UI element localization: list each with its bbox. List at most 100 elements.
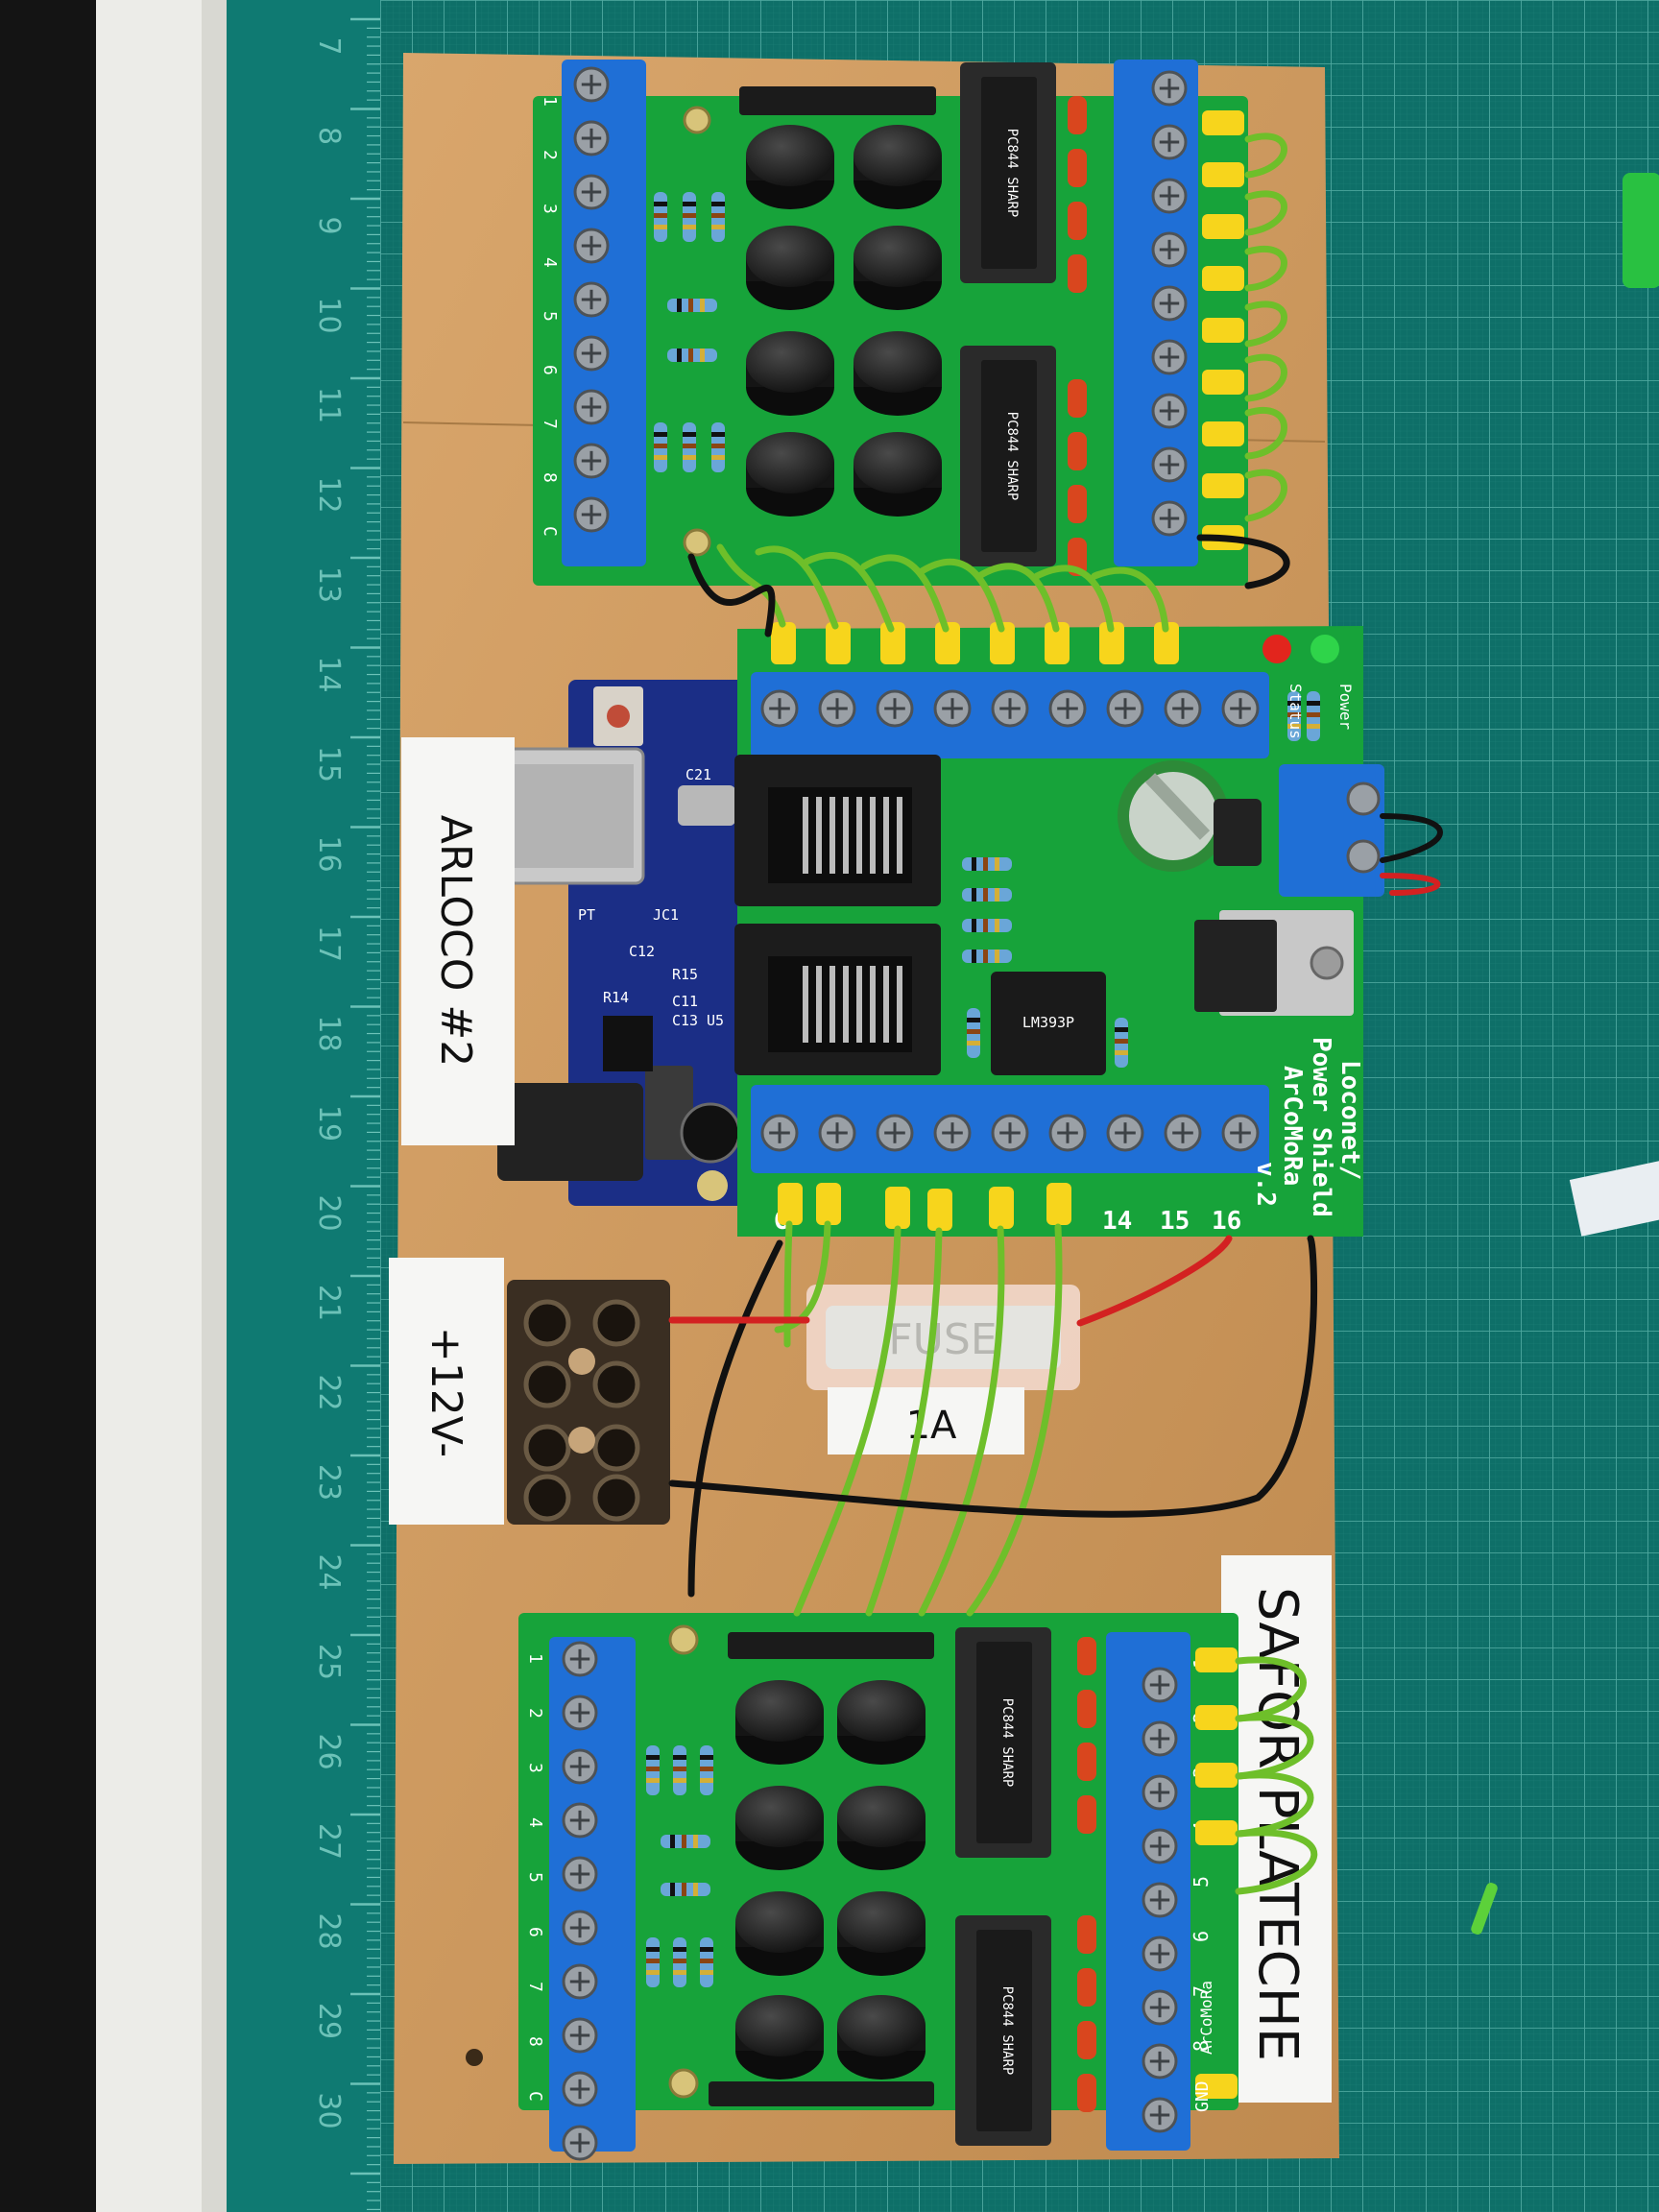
terminal-screw — [573, 228, 610, 264]
shield-capacitor — [1118, 760, 1229, 872]
terminal-screw — [562, 1748, 598, 1785]
wire-ferrule — [927, 1189, 952, 1231]
ruler-number: 26 — [312, 1733, 346, 1769]
wire-ferrule — [990, 622, 1015, 664]
current-sensor — [854, 125, 942, 209]
loconet-power-shield: LM393P Loconet/ Power Shield ArCoMoRa v.… — [734, 626, 1384, 1237]
shield-top-ferrules — [771, 622, 1179, 664]
terminal-screw — [1151, 393, 1188, 429]
terminal-screw — [1151, 500, 1188, 537]
diode — [1068, 379, 1087, 418]
top-resistor-array — [654, 192, 725, 472]
shield-bottom-terminals — [751, 1085, 1269, 1173]
current-sensor — [837, 1891, 926, 1976]
wire-ferrule — [1202, 370, 1244, 395]
terminal-screw — [562, 2017, 598, 2054]
terminal-screw — [933, 689, 972, 728]
wire-ferrule — [1202, 318, 1244, 343]
pin-label: 4 — [525, 1817, 545, 1828]
wire-ferrule — [1195, 1820, 1238, 1845]
shield-bottom-ferrules — [778, 1183, 1071, 1231]
terminal-screw — [1142, 1936, 1178, 1972]
terminal-screw — [1142, 1720, 1178, 1757]
green-wire — [1244, 469, 1287, 522]
wire-ferrule — [1195, 2074, 1238, 2099]
diode — [1077, 1690, 1096, 1728]
terminal-screw — [1142, 1828, 1178, 1864]
pin-label: 7 — [540, 419, 560, 429]
terminal-screw — [573, 66, 610, 103]
diode — [1068, 149, 1087, 187]
ruler-number: 24 — [312, 1553, 346, 1590]
terminal-screw — [1048, 689, 1087, 728]
wire-ferrule — [1202, 421, 1244, 446]
terminal-screw — [1164, 1114, 1202, 1152]
status-leds — [1262, 635, 1339, 663]
resistor — [962, 950, 1012, 963]
top-optocoupler-1: PC844 SHARP — [960, 62, 1056, 283]
wire-ferrule — [1154, 622, 1179, 664]
reset-button — [607, 705, 630, 728]
top-current-sensors — [746, 125, 942, 517]
current-sensor — [854, 226, 942, 310]
diode — [1077, 1915, 1096, 1954]
arduino-silkscreen: JC1 — [653, 906, 679, 924]
resistor — [661, 1835, 710, 1848]
wire-ferrule — [1202, 266, 1244, 291]
pin-label: 2 — [525, 1708, 545, 1719]
ruler-number: 17 — [312, 926, 346, 962]
wire-ferrule — [885, 1187, 910, 1229]
dc-jack — [497, 1083, 643, 1181]
terminal-screw — [876, 1114, 914, 1152]
svg-text:PC844 SHARP: PC844 SHARP — [999, 1986, 1015, 2076]
terminal-screw — [760, 1114, 799, 1152]
resistor — [962, 888, 1012, 902]
bottom-optocoupler-2: PC844 SHARP — [955, 1915, 1051, 2146]
pin-label: 1 — [540, 96, 560, 107]
pin-label: 5 — [525, 1872, 545, 1883]
svg-text:PC844 SHARP: PC844 SHARP — [1004, 129, 1020, 218]
wire-ferrule — [989, 1187, 1014, 1229]
resistor — [967, 1008, 980, 1058]
resistor — [711, 422, 725, 472]
svg-text:ARLOCO #2: ARLOCO #2 — [431, 815, 480, 1067]
ruler-number: 29 — [312, 2003, 346, 2039]
ruler-ticks — [350, 17, 380, 2210]
terminal-screw — [818, 689, 856, 728]
bottom-optocoupler-1: PC844 SHARP — [955, 1627, 1051, 1858]
green-wire — [918, 558, 1005, 633]
terminal-screw — [876, 689, 914, 728]
arduino-silkscreen: C11 — [672, 993, 698, 1010]
current-sensor — [837, 1786, 926, 1870]
svg-text:v.2: v.2 — [1251, 1162, 1280, 1207]
ruler-numbers: 7891011121314151617181920212223242526272… — [312, 36, 346, 2128]
current-sensor — [746, 331, 834, 416]
terminal-screw — [760, 689, 799, 728]
resistor — [1287, 691, 1301, 741]
pin-label: 1 — [525, 1653, 545, 1664]
current-sensor — [735, 1680, 824, 1765]
ruler-number: 21 — [312, 1285, 346, 1321]
diode — [1068, 202, 1087, 240]
board-hole — [466, 2049, 483, 2066]
diode — [1068, 485, 1087, 523]
pin-label: 7 — [525, 1982, 545, 1992]
terminal-screw — [573, 281, 610, 318]
terminal-screw — [1151, 339, 1188, 375]
resistor — [962, 919, 1012, 932]
top-header-strip — [739, 86, 936, 115]
terminal-screw — [818, 1114, 856, 1152]
pin-label: 8 — [540, 472, 560, 483]
ruler-number: 27 — [312, 1823, 346, 1860]
current-sensor — [735, 1891, 824, 1976]
green-wire — [716, 543, 786, 628]
wire-ferrule — [935, 622, 960, 664]
bottom-right-terminal-strip — [1106, 1632, 1190, 2151]
wire-ferrule — [1202, 473, 1244, 498]
arduino-silkscreen: U5 — [707, 1012, 724, 1029]
wire-ferrule — [778, 1183, 803, 1225]
green-wire — [1235, 1771, 1314, 1838]
pin-label: 5 — [1190, 1876, 1213, 1887]
ruler-number: 9 — [312, 216, 346, 234]
ruler-number: 30 — [312, 2092, 346, 2128]
